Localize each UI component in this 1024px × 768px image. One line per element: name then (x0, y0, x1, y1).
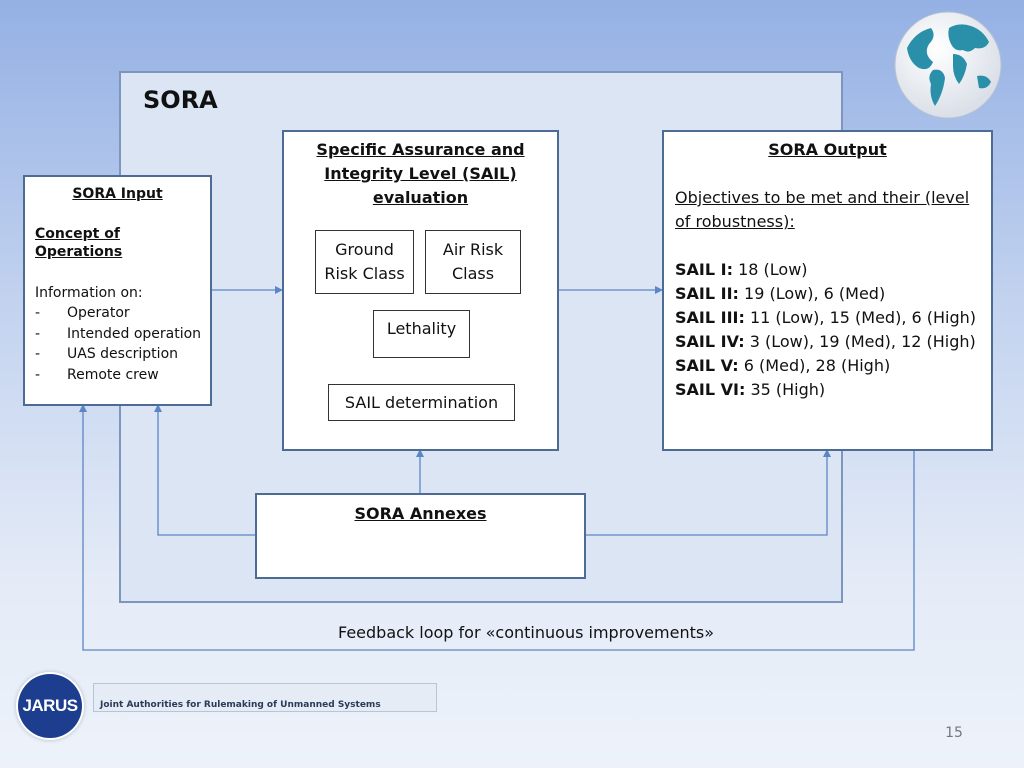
page-number: 15 (945, 725, 963, 741)
sora-annexes-box: SORA Annexes (255, 493, 586, 579)
ground-risk-class-box: Ground Risk Class (315, 230, 414, 294)
org-name: Joint Authorities for Rulemaking of Unma… (100, 700, 381, 710)
list-item: -Remote crew (35, 366, 159, 383)
sail-determination-label: SAIL determination (344, 392, 499, 412)
globe-icon (893, 10, 1003, 120)
sail-row-1: SAIL I: 18 (Low) (675, 260, 808, 279)
output-objectives-line1: Objectives to be met and their (level (675, 188, 970, 207)
output-title: SORA Output (768, 140, 887, 159)
sail-row-6: SAIL VI: 35 (High) (675, 380, 826, 399)
air-risk-class-box: Air Risk Class (425, 230, 521, 294)
org-banner: Joint Authorities for Rulemaking of Unma… (93, 683, 437, 712)
sail-title-line3: evaluation (372, 188, 469, 207)
jarus-logo-text: JARUS (22, 696, 78, 715)
input-subtitle: Concept of Operations (35, 226, 123, 260)
sora-output-box: SORA Output Objectives to be met and the… (662, 130, 993, 451)
air-risk-line2: Class (451, 264, 495, 283)
sora-input-box: SORA Input Concept of Operations Informa… (23, 175, 212, 406)
lethality-box: Lethality (373, 310, 470, 358)
sail-determination-box: SAIL determination (328, 384, 515, 421)
sail-row-2: SAIL II: 19 (Low), 6 (Med) (675, 284, 886, 303)
output-objectives-line2: of robustness): (675, 212, 795, 231)
ground-risk-line2: Risk Class (324, 264, 405, 283)
list-item: -Intended operation (35, 325, 202, 342)
input-info-label: Information on: (35, 285, 143, 301)
sail-row-3: SAIL III: 11 (Low), 15 (Med), 6 (High) (675, 308, 977, 327)
list-item: -Operator (35, 305, 130, 321)
arrow-annexes-to-input (154, 404, 256, 536)
annexes-title: SORA Annexes (354, 504, 487, 523)
sail-row-5: SAIL V: 6 (Med), 28 (High) (675, 356, 891, 375)
page-title: SORA (143, 86, 218, 114)
air-risk-line1: Air Risk (442, 240, 504, 259)
ground-risk-line1: Ground (335, 240, 394, 259)
input-title: SORA Input (72, 186, 163, 202)
arrow-feedback-loop (79, 404, 915, 651)
list-item: -UAS description (35, 346, 179, 362)
lethality-label: Lethality (386, 319, 457, 338)
sail-row-4: SAIL IV: 3 (Low), 19 (Med), 12 (High) (675, 332, 976, 351)
sail-title-line1: Specific Assurance and (316, 140, 525, 159)
arrow-annexes-to-output (585, 449, 831, 536)
jarus-logo: JARUS (18, 674, 82, 738)
sail-title-line2: Integrity Level (SAIL) (324, 164, 517, 183)
feedback-label: Feedback loop for «continuous improvemen… (338, 623, 714, 642)
